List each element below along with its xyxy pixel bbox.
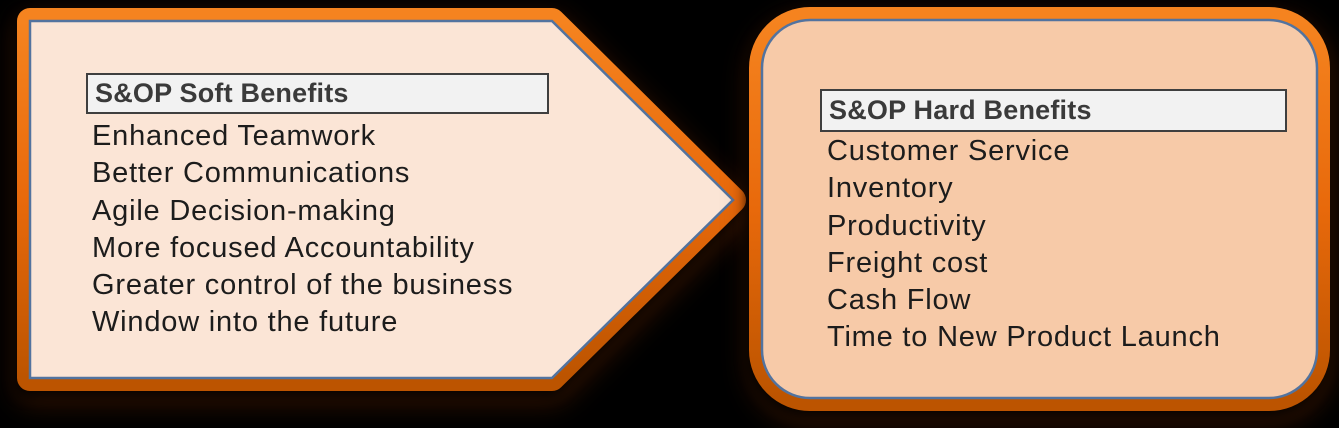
hard-benefits-title: S&OP Hard Benefits (829, 95, 1092, 125)
soft-benefits-header-box: S&OP Soft Benefits (86, 73, 549, 114)
list-item: Customer Service (827, 135, 1071, 167)
list-item: Agile Decision-making (92, 194, 396, 227)
list-item: Productivity (827, 209, 987, 242)
list-item: Window into the future (92, 306, 399, 339)
list-item: Better Communications (92, 157, 411, 190)
soft-benefits-list: Enhanced Teamwork Better Communications … (92, 118, 513, 342)
list-item: Inventory (827, 172, 954, 205)
hard-benefits-header-box: S&OP Hard Benefits (820, 89, 1287, 132)
list-item: More focused Accountability (92, 231, 475, 264)
hard-benefits-list: Customer Service Inventory Productivity … (827, 133, 1221, 357)
list-item: Freight cost (827, 246, 989, 279)
list-item: Greater control of the business (92, 269, 514, 302)
soft-benefits-title: S&OP Soft Benefits (95, 78, 349, 108)
list-item: Enhanced Teamwork (92, 120, 376, 152)
list-item: Time to New Product Launch (827, 321, 1221, 354)
list-item: Cash Flow (827, 284, 972, 317)
